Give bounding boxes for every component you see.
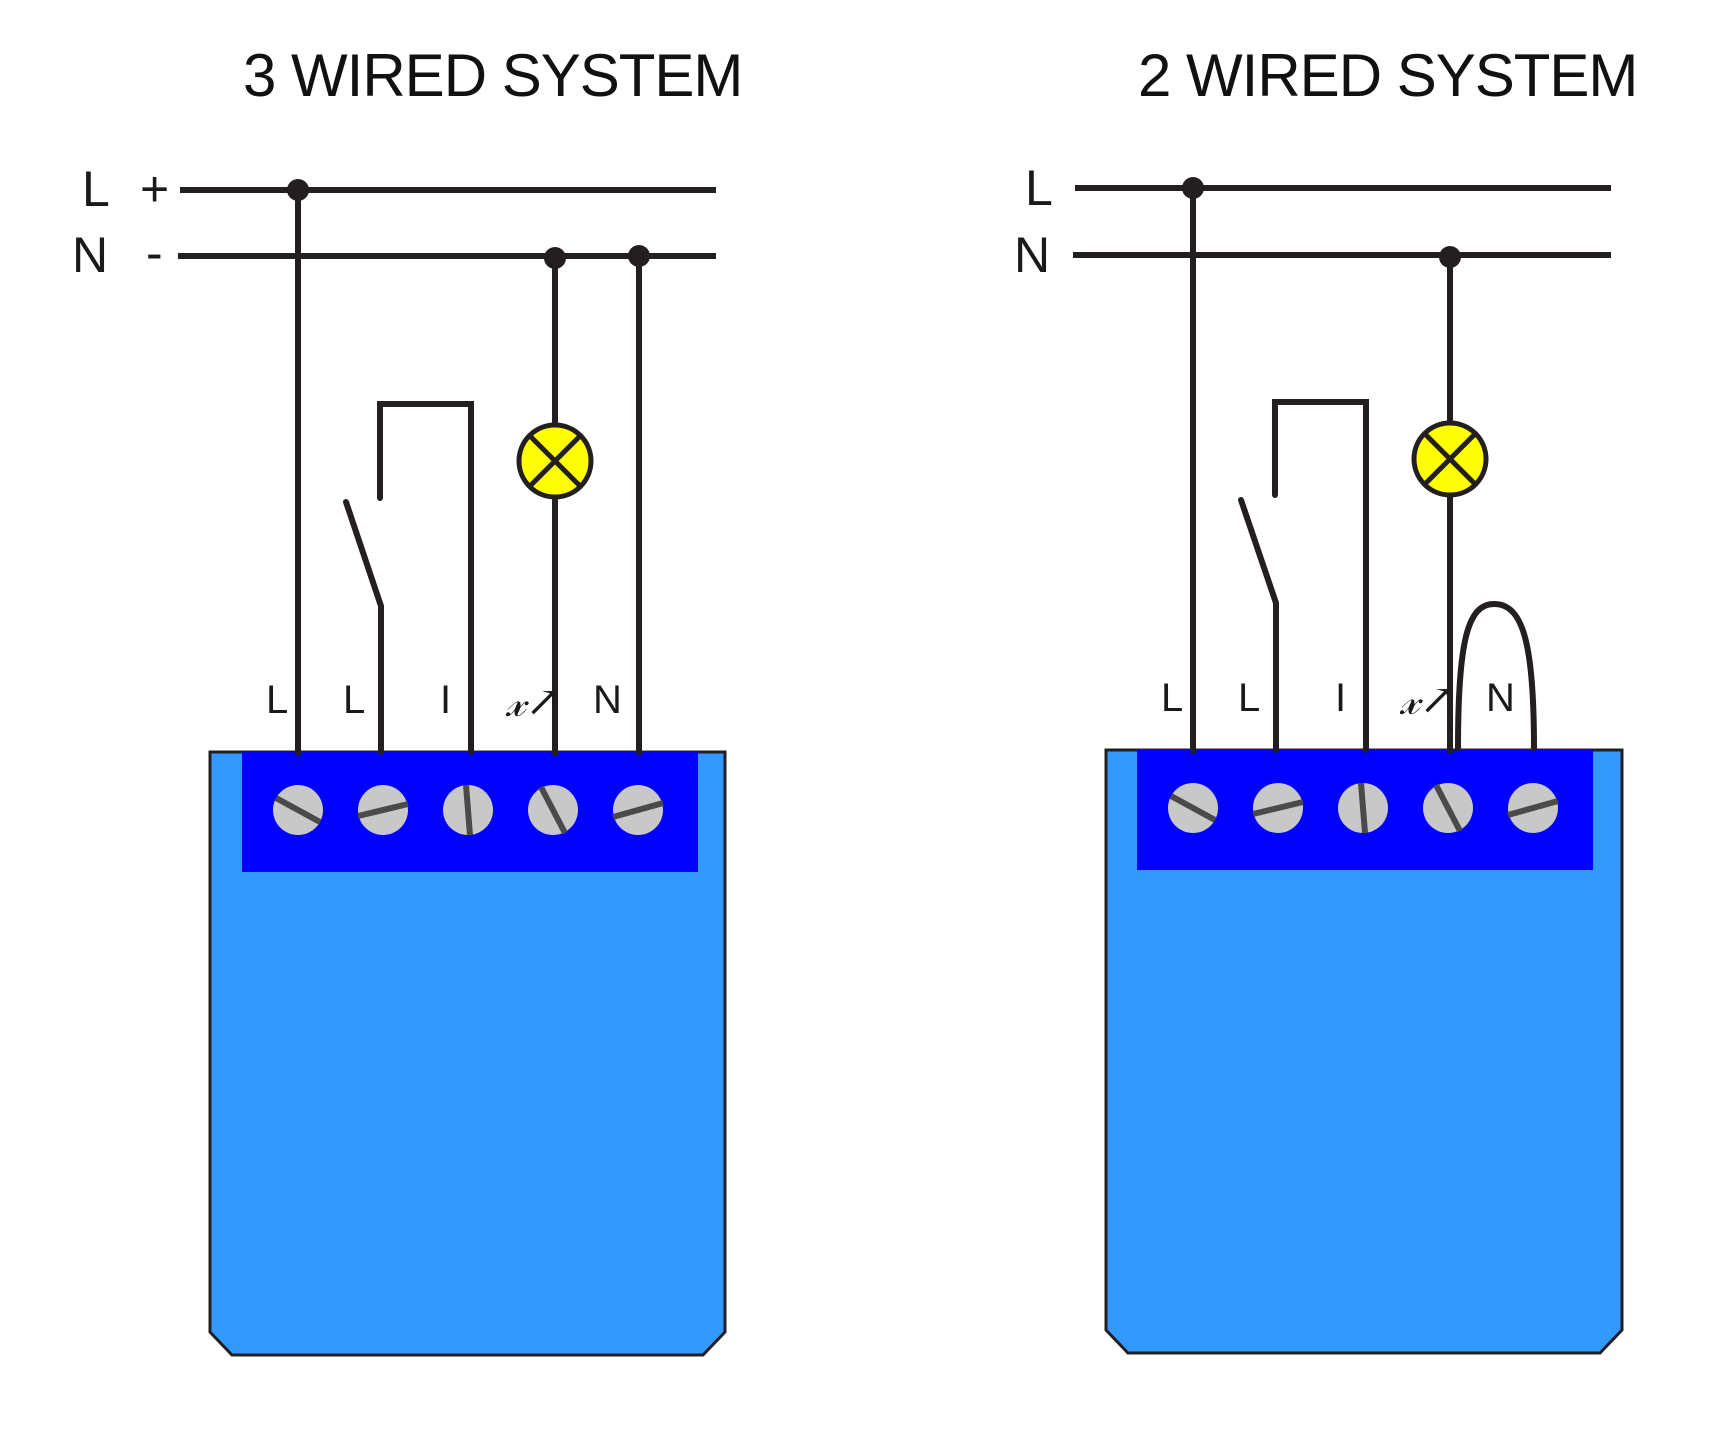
rail-label-l: L: [82, 161, 110, 217]
dimmer-icon: 𝓍↗: [505, 677, 561, 726]
lamp-icon: [1411, 420, 1489, 498]
three-wire-title: 3 WIRED SYSTEM: [243, 42, 742, 109]
terminal-label-l1: L: [1161, 676, 1183, 720]
rail-polarity-plus: +: [140, 161, 169, 217]
terminal-label-n: N: [1486, 676, 1515, 720]
dimmer-symbol: 𝓍↗: [505, 677, 561, 726]
terminal-label-l1: L: [266, 678, 288, 722]
junction-node: [1182, 177, 1204, 199]
screw-terminal-icon: [1168, 783, 1218, 833]
switch-loop-wire: [377, 401, 474, 755]
dimmer-symbol: 𝓍↗: [1399, 675, 1455, 724]
junction-node: [544, 247, 566, 269]
terminal-label-n: N: [593, 678, 622, 722]
terminal-label-l2: L: [343, 678, 365, 722]
device-housing: [1104, 748, 1624, 1355]
screw-terminal-icon: [1252, 783, 1304, 833]
two-wire-diagram: 2 WIRED SYSTEM L N L L I 𝓍↗: [1014, 42, 1638, 1355]
rail-polarity-minus: -: [146, 225, 163, 281]
dimmer-icon: 𝓍↗: [1399, 675, 1455, 724]
rail-label-n: N: [1014, 227, 1050, 283]
screw-terminal-icon: [528, 785, 578, 835]
screw-terminal-icon: [612, 785, 664, 835]
device-housing: [208, 750, 727, 1357]
switch-loop-wire: [1272, 399, 1369, 753]
two-wire-title: 2 WIRED SYSTEM: [1138, 42, 1637, 109]
junction-node: [1439, 246, 1461, 268]
switch-icon: [1238, 497, 1279, 753]
rail-label-l: L: [1025, 160, 1053, 216]
switch-icon: [343, 499, 384, 755]
screw-terminal-icon: [1338, 782, 1388, 834]
screw-terminal-icon: [1507, 783, 1559, 833]
screw-terminal-icon: [273, 785, 323, 835]
terminal-label-l2: L: [1238, 676, 1260, 720]
rail-label-n: N: [72, 227, 108, 283]
terminal-label-i: I: [440, 678, 451, 722]
bridge-wire: [1455, 600, 1537, 751]
three-wire-diagram: 3 WIRED SYSTEM L + N - L L I: [72, 42, 743, 1357]
junction-node: [287, 179, 309, 201]
lamp-icon: [516, 422, 594, 500]
terminal-label-i: I: [1335, 676, 1346, 720]
junction-node: [628, 245, 650, 267]
screw-terminal-icon: [443, 784, 493, 836]
screw-terminal-icon: [1423, 783, 1473, 833]
screw-terminal-icon: [357, 785, 409, 835]
